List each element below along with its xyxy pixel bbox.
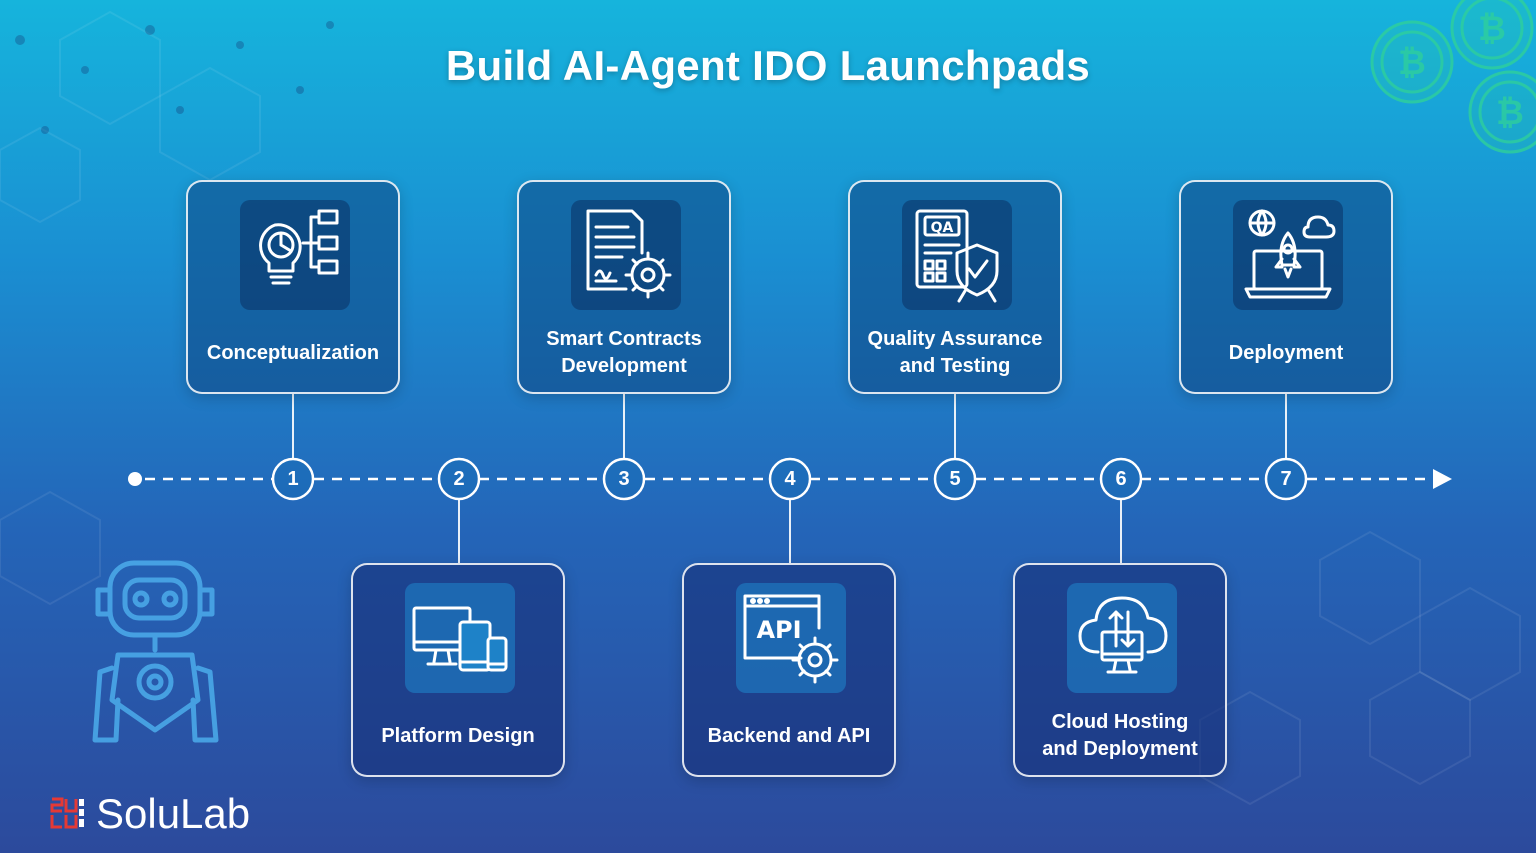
brand-name: SoluLab xyxy=(96,790,251,837)
step-label-line: Development xyxy=(561,355,687,377)
step-circle-3 xyxy=(602,457,646,501)
step-number-6: 6 xyxy=(1115,468,1127,490)
connector-lines xyxy=(292,394,1287,563)
svg-text:₿: ₿ xyxy=(1478,9,1506,49)
cloud-transfer-icon xyxy=(1078,596,1168,674)
step-circle-1 xyxy=(271,457,315,501)
qa-shield-icon: QA xyxy=(915,209,999,303)
step-circle-5 xyxy=(933,457,977,501)
step-label-line: and Testing xyxy=(899,355,1011,377)
step-number-4: 4 xyxy=(784,468,796,490)
step-icon-box xyxy=(571,200,681,310)
step-card-cloud-hosting: Cloud Hosting and Deployment xyxy=(1013,563,1227,777)
step-circles xyxy=(271,457,1308,501)
robot-icon xyxy=(92,560,219,743)
svg-text:QA: QA xyxy=(931,220,954,236)
step-icon-box xyxy=(240,200,350,310)
step-circle-4 xyxy=(768,457,812,501)
step-icon-box xyxy=(405,583,515,693)
step-label: Cloud Hosting and Deployment xyxy=(1015,709,1225,763)
step-card-conceptualization: Conceptualization xyxy=(186,180,400,394)
step-label: Conceptualization xyxy=(206,342,380,364)
network-nodes xyxy=(15,21,334,134)
step-icon-box: API xyxy=(736,583,846,693)
svg-text:₿: ₿ xyxy=(1398,43,1426,83)
step-circle-2 xyxy=(437,457,481,501)
step-icon-box: QA xyxy=(902,200,1012,310)
timeline-arrow-head xyxy=(1433,469,1452,489)
step-card-smart-contracts: Smart Contracts Development xyxy=(517,180,731,394)
timeline-start-dot xyxy=(128,472,142,486)
step-label-line: Quality Assurance xyxy=(867,328,1043,350)
step-label: Quality Assurance and Testing xyxy=(850,326,1060,380)
step-number-7: 7 xyxy=(1280,468,1292,490)
step-number-1: 1 xyxy=(287,468,299,490)
step-label: Smart Contracts Development xyxy=(519,326,729,380)
svg-text:API: API xyxy=(756,616,801,644)
step-label-line: and Deployment xyxy=(1042,738,1198,760)
bitcoin-coins-icon: ₿ ₿ ₿ xyxy=(1370,0,1536,154)
page-title: Build AI-Agent IDO Launchpads xyxy=(445,42,1091,89)
step-icon-box xyxy=(1233,200,1343,310)
step-label: Deployment xyxy=(1228,342,1344,364)
step-circle-6 xyxy=(1099,457,1143,501)
step-number-2: 2 xyxy=(453,468,465,490)
step-card-quality-assurance: QA Quality Assurance and Testing xyxy=(848,180,1062,394)
step-label: Backend and API xyxy=(707,725,871,747)
step-number-5: 5 xyxy=(949,468,961,490)
svg-text:₿: ₿ xyxy=(1496,93,1524,133)
step-label-line: Smart Contracts xyxy=(546,328,702,350)
contract-gear-icon xyxy=(586,209,672,299)
api-gear-icon: API xyxy=(743,594,839,684)
step-card-deployment: Deployment xyxy=(1179,180,1393,394)
step-circle-7 xyxy=(1264,457,1308,501)
solulab-logo-mark-icon xyxy=(50,797,84,829)
step-label-line: Cloud Hosting xyxy=(1051,711,1189,733)
laptop-rocket-icon xyxy=(1244,209,1336,299)
step-card-platform-design: Platform Design xyxy=(351,563,565,777)
step-label: Platform Design xyxy=(381,725,535,747)
step-number-3: 3 xyxy=(618,468,630,490)
lightbulb-chart-icon xyxy=(259,209,339,285)
step-card-backend-api: API Backend and API xyxy=(682,563,896,777)
hexagon-network-pattern xyxy=(0,10,1521,806)
multi-device-icon xyxy=(412,606,508,672)
step-icon-box xyxy=(1067,583,1177,693)
